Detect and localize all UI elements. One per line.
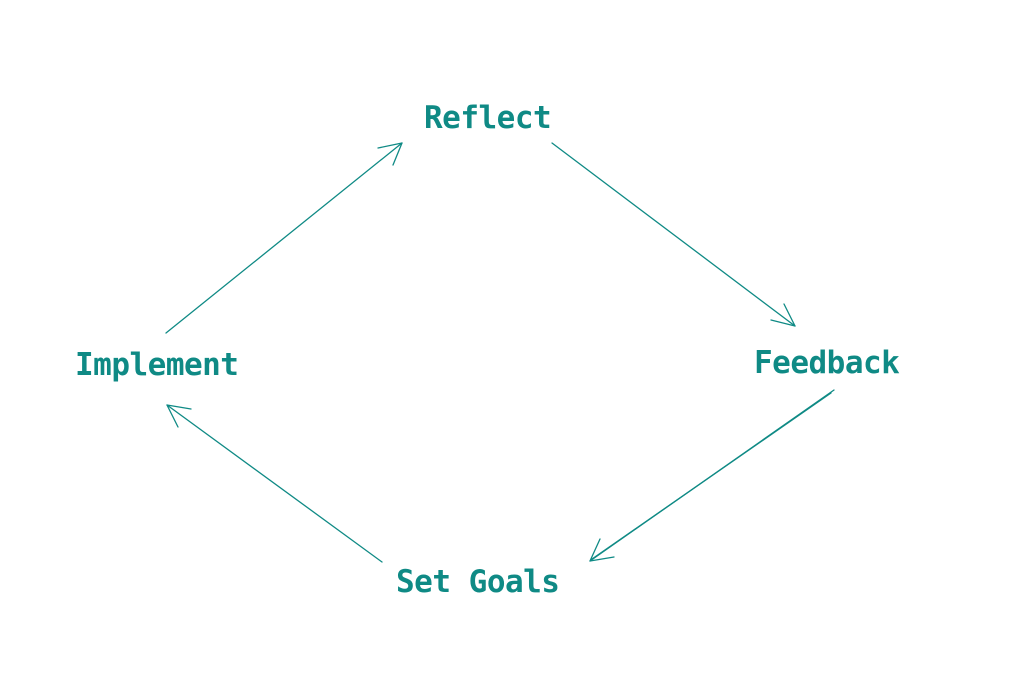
edge-set-goals-to-implement — [166, 404, 383, 563]
edge-feedback-to-set-goals — [589, 389, 835, 562]
node-set-goals: Set Goals — [396, 564, 559, 600]
edge-reflect-to-feedback — [551, 142, 796, 327]
node-reflect: Reflect — [424, 100, 551, 136]
node-implement: Implement — [75, 347, 238, 383]
edge-implement-to-reflect — [165, 142, 403, 334]
node-feedback: Feedback — [754, 345, 900, 381]
